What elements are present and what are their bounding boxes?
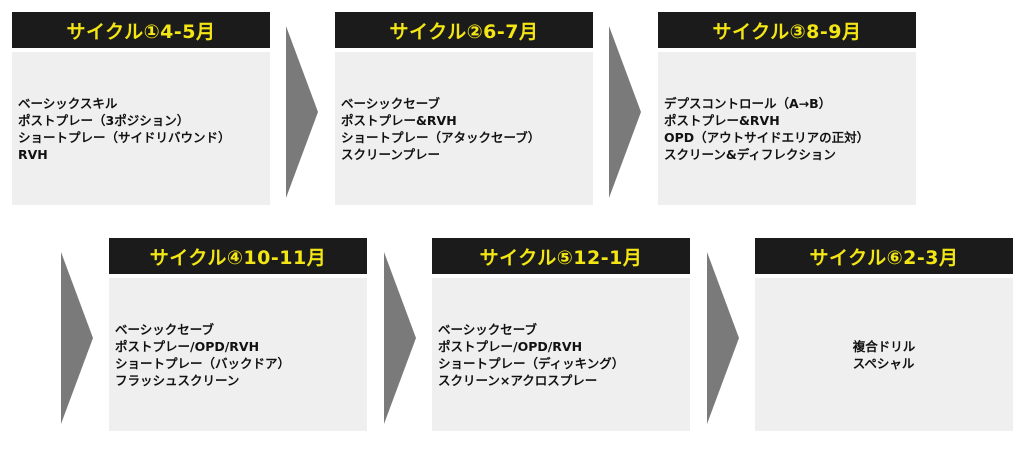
cycle-item: ベーシックセーブ — [438, 321, 538, 337]
cycle-item: ベーシックスキル — [18, 95, 118, 111]
cycle-items: 複合ドリル スペシャル — [755, 278, 1013, 431]
flow-arrow-icon — [286, 26, 318, 198]
cycle-items: ベーシックセーブ ポストプレー/OPD/RVH ショートプレー（バックドア） フ… — [109, 278, 367, 431]
cycle-card-3: サイクル③8-9月 デプスコントロール（A→B） ポストプレー&RVH OPD（… — [658, 12, 916, 205]
cycle-item: ポストプレー/OPD/RVH — [115, 338, 260, 354]
cycle-item: ベーシックセーブ — [341, 95, 441, 111]
cycle-card-1: サイクル①4-5月 ベーシックスキル ポストプレー（3ポジション） ショートプレ… — [12, 12, 270, 205]
cycle-item: ベーシックセーブ — [115, 321, 215, 337]
cycle-item: ポストプレー&RVH — [664, 112, 780, 128]
cycle-item: ショートプレー（アタックセーブ） — [341, 129, 541, 145]
cycle-item: フラッシュスクリーン — [115, 372, 240, 388]
cycle-items-group: 複合ドリル スペシャル — [853, 338, 916, 372]
cycle-item: ポストプレー&RVH — [341, 112, 457, 128]
cycle-item: スクリーンプレー — [341, 146, 441, 162]
cycle-item: RVH — [18, 146, 48, 162]
cycle-item: ショートプレー（サイドリバウンド） — [18, 129, 231, 145]
cycle-title: サイクル③8-9月 — [658, 12, 916, 48]
cycle-card-5: サイクル⑤12-1月 ベーシックセーブ ポストプレー/OPD/RVH ショートプ… — [432, 238, 690, 431]
cycle-item: ポストプレー（3ポジション） — [18, 112, 190, 128]
cycle-title: サイクル①4-5月 — [12, 12, 270, 48]
flow-arrow-icon — [707, 252, 739, 424]
cycle-items: ベーシックスキル ポストプレー（3ポジション） ショートプレー（サイドリバウンド… — [12, 52, 270, 205]
cycle-item: ポストプレー/OPD/RVH — [438, 338, 583, 354]
cycle-items: ベーシックセーブ ポストプレー&RVH ショートプレー（アタックセーブ） スクリ… — [335, 52, 593, 205]
cycle-card-2: サイクル②6-7月 ベーシックセーブ ポストプレー&RVH ショートプレー（アタ… — [335, 12, 593, 205]
flow-arrow-icon — [609, 26, 641, 198]
cycle-card-6: サイクル⑥2-3月 複合ドリル スペシャル — [755, 238, 1013, 431]
flow-arrow-icon — [384, 252, 416, 424]
cycle-item: スクリーン&ディフレクション — [664, 146, 836, 162]
cycle-item: デプスコントロール（A→B） — [664, 95, 832, 111]
cycle-item: OPD（アウトサイドエリアの正対） — [664, 129, 870, 145]
cycle-item: ショートプレー（バックドア） — [115, 355, 291, 371]
cycle-item: 複合ドリル — [852, 338, 916, 354]
cycle-item: スクリーン×アクロスプレー — [438, 372, 598, 388]
cycle-title: サイクル④10-11月 — [109, 238, 367, 274]
cycle-item: スペシャル — [852, 355, 915, 371]
cycle-title: サイクル⑥2-3月 — [755, 238, 1013, 274]
cycle-title: サイクル②6-7月 — [335, 12, 593, 48]
cycle-card-4: サイクル④10-11月 ベーシックセーブ ポストプレー/OPD/RVH ショート… — [109, 238, 367, 431]
cycle-item: ショートプレー（ディッキング） — [438, 355, 625, 371]
cycle-items: ベーシックセーブ ポストプレー/OPD/RVH ショートプレー（ディッキング） … — [432, 278, 690, 431]
flow-arrow-icon — [61, 252, 93, 424]
cycle-items: デプスコントロール（A→B） ポストプレー&RVH OPD（アウトサイドエリアの… — [658, 52, 916, 205]
cycle-title: サイクル⑤12-1月 — [432, 238, 690, 274]
